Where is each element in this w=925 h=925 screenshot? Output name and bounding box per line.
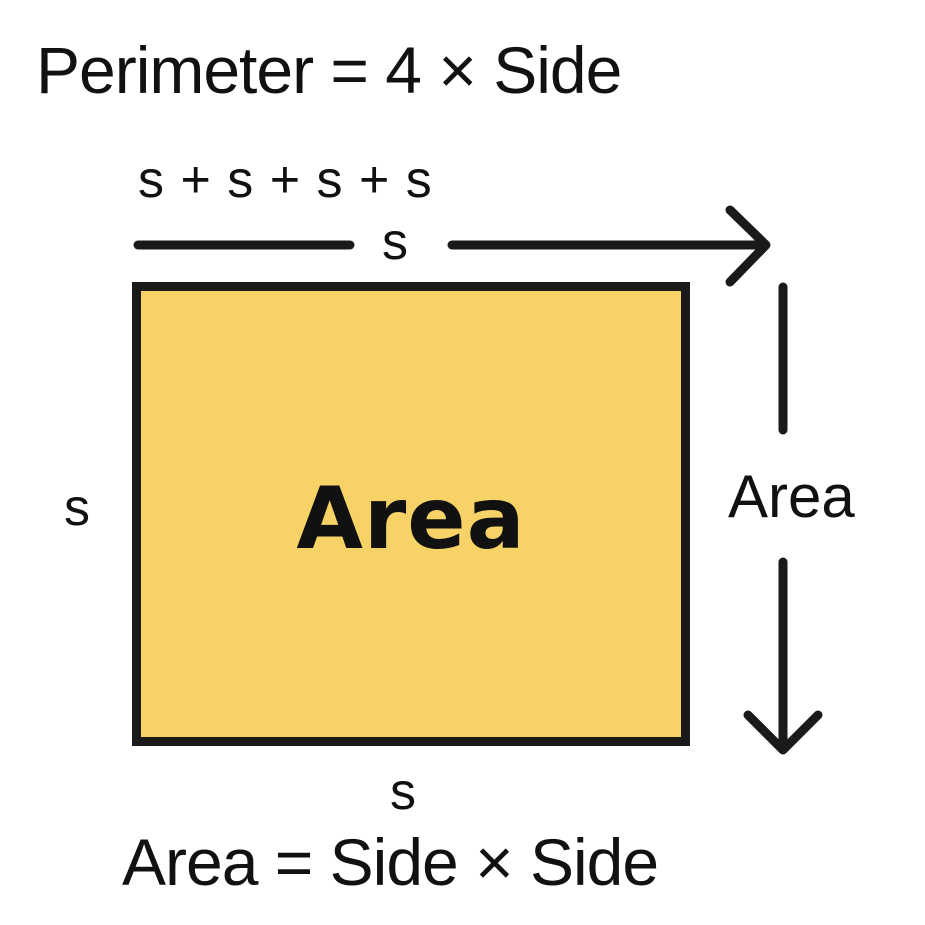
right-area-label: Area: [728, 463, 855, 530]
left-side-label: s: [64, 479, 90, 537]
perimeter-sum-label: s + s + s + s: [138, 151, 432, 209]
area-formula: Area = Side × Side: [122, 825, 659, 899]
square-shape: Area: [132, 282, 690, 746]
square-area-label: Area: [296, 469, 526, 569]
perimeter-title: Perimeter = 4 × Side: [36, 33, 622, 107]
top-side-label: s: [378, 212, 412, 272]
bottom-side-label: s: [390, 763, 416, 821]
right-arrow: [743, 282, 823, 755]
top-arrow: [133, 205, 771, 287]
